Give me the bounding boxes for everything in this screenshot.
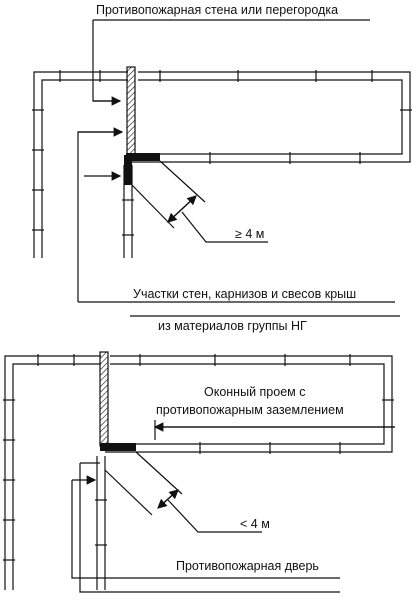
- top-left-wing-wall: [33, 71, 128, 258]
- top-oblique-wall: [131, 160, 206, 229]
- bottom-plan: [3, 351, 395, 593]
- top-right-wing-wall: [132, 71, 411, 163]
- bottom-distance-leader: [167, 499, 262, 533]
- top-ng-label-line1: Участки стен, карнизов и свесов крыш: [133, 287, 356, 301]
- top-firewall: [126, 66, 136, 156]
- top-distance-leader: [181, 211, 268, 243]
- top-ng-label-line2: из материалов группы НГ: [158, 319, 307, 333]
- bottom-window-label-line2: противопожарным заземлением: [156, 403, 344, 417]
- bottom-oblique-wall: [104, 451, 183, 516]
- top-distance-label: ≥ 4 м: [235, 227, 264, 241]
- top-firewall-label: Противопожарная стена или перегородка: [96, 3, 338, 17]
- bottom-window-label-line1: Оконный проем с: [204, 385, 305, 399]
- top-right-wing-ticks: [159, 70, 412, 164]
- bottom-door-leader: [71, 480, 340, 579]
- bottom-firewall: [99, 351, 109, 447]
- top-ng-segment-vertical: [124, 155, 132, 185]
- top-ng-leader: [77, 131, 122, 302]
- bottom-door-label: Противопожарная дверь: [176, 559, 319, 573]
- top-left-wing-ticks: [32, 70, 101, 231]
- bottom-left-wing-wall: [4, 355, 101, 590]
- bottom-lower-wall-ticks: [95, 499, 107, 546]
- bottom-right-wing-wall: [105, 355, 393, 453]
- bottom-distance-label: < 4 м: [240, 517, 270, 531]
- bottom-lower-wall: [96, 456, 106, 590]
- top-ng-segment-horizontal: [126, 153, 160, 161]
- top-firewall-leader: [92, 20, 120, 102]
- top-plan: [32, 19, 412, 317]
- bottom-window-segment: [100, 443, 136, 451]
- bottom-right-wing-ticks: [139, 354, 394, 454]
- bottom-left-wing-ticks: [3, 354, 75, 561]
- top-lower-wall-ticks: [122, 199, 134, 236]
